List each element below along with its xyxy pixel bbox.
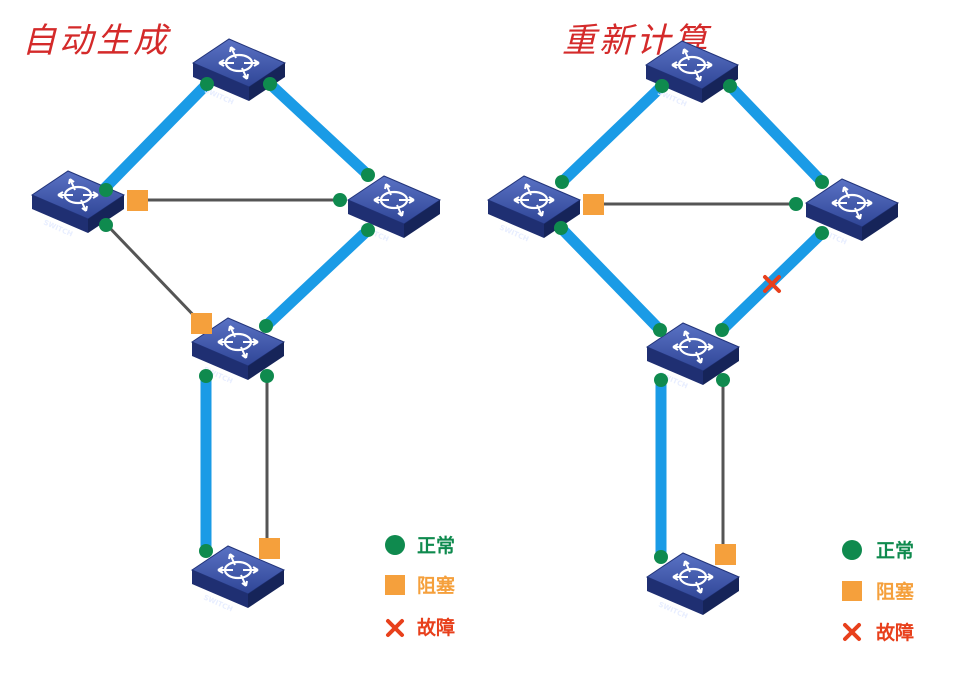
legend-blocked-label: 阻塞	[876, 580, 915, 603]
port-normal	[260, 369, 274, 383]
legend-fault-marker	[843, 623, 861, 641]
link-right-mid	[260, 224, 374, 332]
legend-blocked-marker	[842, 581, 862, 601]
port-normal	[200, 77, 214, 91]
legend-fault-label: 故障	[417, 616, 455, 639]
legend-normal-label: 正常	[417, 534, 455, 557]
port-blocked	[259, 538, 280, 559]
fault-mark	[763, 275, 781, 293]
port-normal	[99, 218, 113, 232]
legend-normal-marker	[842, 540, 862, 560]
port-normal	[259, 319, 273, 333]
port-normal	[654, 550, 668, 564]
port-normal	[263, 77, 277, 91]
port-normal	[199, 544, 213, 558]
port-blocked	[127, 190, 148, 211]
panel-title: 自动生成	[22, 21, 172, 61]
legend-blocked-label: 阻塞	[417, 574, 456, 597]
link-top-right	[724, 80, 828, 188]
legend: 正常 阻塞 故障	[842, 539, 915, 644]
switch-top: SWITCH	[191, 37, 287, 107]
port-normal	[333, 193, 347, 207]
port-normal	[199, 369, 213, 383]
link-left-mid	[555, 222, 666, 336]
port-normal	[789, 197, 803, 211]
link-top-right	[264, 78, 374, 181]
port-blocked	[715, 544, 736, 565]
port-normal	[361, 168, 375, 182]
port-normal	[654, 373, 668, 387]
panel-recalculate: 重新计算 SWITCH SWITCH SWITCH SWITCH SWITCH	[486, 21, 915, 644]
link-left-mid-blocked	[104, 222, 202, 324]
port-normal	[715, 323, 729, 337]
port-normal	[815, 226, 829, 240]
panel-auto-generate: 自动生成 SWITCH SWITCH SWITCH SWITCH SWITCH	[22, 21, 456, 639]
port-normal	[99, 183, 113, 197]
link-top-left	[99, 78, 213, 194]
legend-blocked-marker	[385, 575, 405, 595]
port-normal	[716, 373, 730, 387]
legend: 正常 阻塞 故障	[385, 534, 456, 639]
port-normal	[815, 175, 829, 189]
port-normal	[655, 79, 669, 93]
port-blocked	[191, 313, 212, 334]
port-blocked	[583, 194, 604, 215]
legend-fault-label: 故障	[876, 621, 914, 644]
legend-fault-marker	[386, 619, 404, 637]
port-normal	[554, 221, 568, 235]
legend-normal-marker	[385, 535, 405, 555]
link-top-left	[556, 80, 668, 188]
port-normal	[555, 175, 569, 189]
port-normal	[361, 223, 375, 237]
port-normal	[653, 323, 667, 337]
port-normal	[723, 79, 737, 93]
legend-normal-label: 正常	[876, 539, 914, 562]
